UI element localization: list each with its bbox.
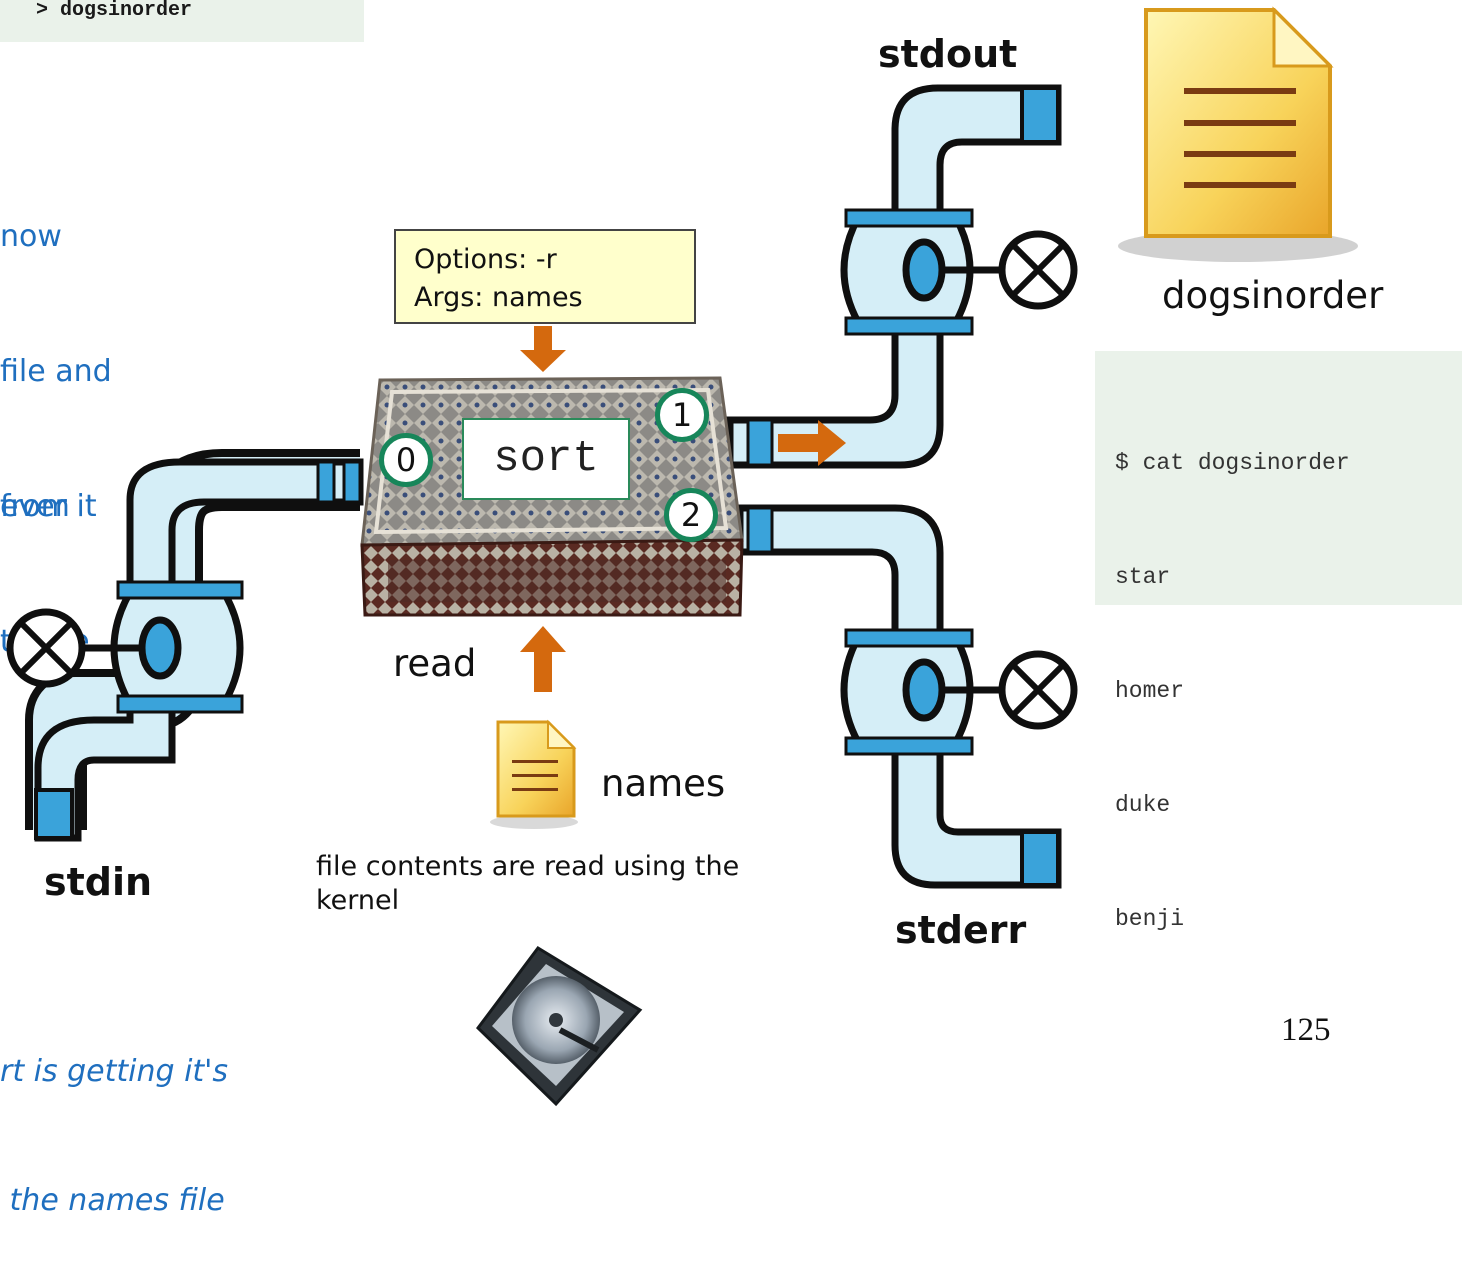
stdout-valve <box>840 208 1078 336</box>
left-paragraph-1-line: now <box>0 219 62 254</box>
italic-note-line: the names file <box>0 1183 225 1218</box>
fd-1-badge: 1 <box>655 388 709 442</box>
command-text: > dogsinorder <box>36 0 193 22</box>
args-text: Args: names <box>414 282 583 313</box>
output-line: duke <box>1115 792 1171 818</box>
read-label: read <box>393 642 477 685</box>
document-icon <box>490 719 578 829</box>
output-line: $ cat dogsinorder <box>1115 450 1350 476</box>
left-paragraph-1-line: ever it <box>0 489 97 524</box>
italic-note-line: rt is getting it's <box>0 1054 229 1089</box>
options-note: Options: -r Args: names <box>394 229 696 324</box>
page-number: 125 <box>1281 1012 1331 1048</box>
output-line: benji <box>1115 906 1185 932</box>
stderr-valve <box>840 628 1078 756</box>
sort-label: sort <box>462 418 630 500</box>
options-text: Options: -r <box>414 244 557 275</box>
stdout-label: stdout <box>878 32 1018 76</box>
stdin-valve <box>6 580 244 714</box>
arrow-icon <box>520 326 566 372</box>
left-paragraph-2-line: from <box>0 489 70 524</box>
pipe-bands <box>34 86 1060 887</box>
pipeline-diagram <box>6 6 1358 1107</box>
output-line: star <box>1115 564 1171 590</box>
dogsinorder-label: dogsinorder <box>1162 274 1384 317</box>
sort-box <box>360 376 744 617</box>
left-paragraph-1-line: file and <box>0 354 112 389</box>
arrow-icon <box>778 420 846 466</box>
command-box <box>0 0 364 42</box>
fd-0-badge: 0 <box>379 433 433 487</box>
hard-drive-icon <box>476 946 643 1107</box>
names-caption: file contents are read using the kernel <box>316 851 740 916</box>
stdin-label: stdin <box>44 860 153 904</box>
output-box <box>1095 351 1462 605</box>
output-line: homer <box>1115 678 1185 704</box>
fd-2-badge: 2 <box>664 488 718 542</box>
arrow-icon <box>520 626 566 692</box>
stderr-label: stderr <box>895 908 1027 952</box>
document-icon <box>1118 6 1358 262</box>
stdin-pipe-shape <box>34 458 364 842</box>
output-lines: $ cat dogsinorder star homer duke benji <box>1115 368 1350 976</box>
names-label: names <box>601 762 726 805</box>
